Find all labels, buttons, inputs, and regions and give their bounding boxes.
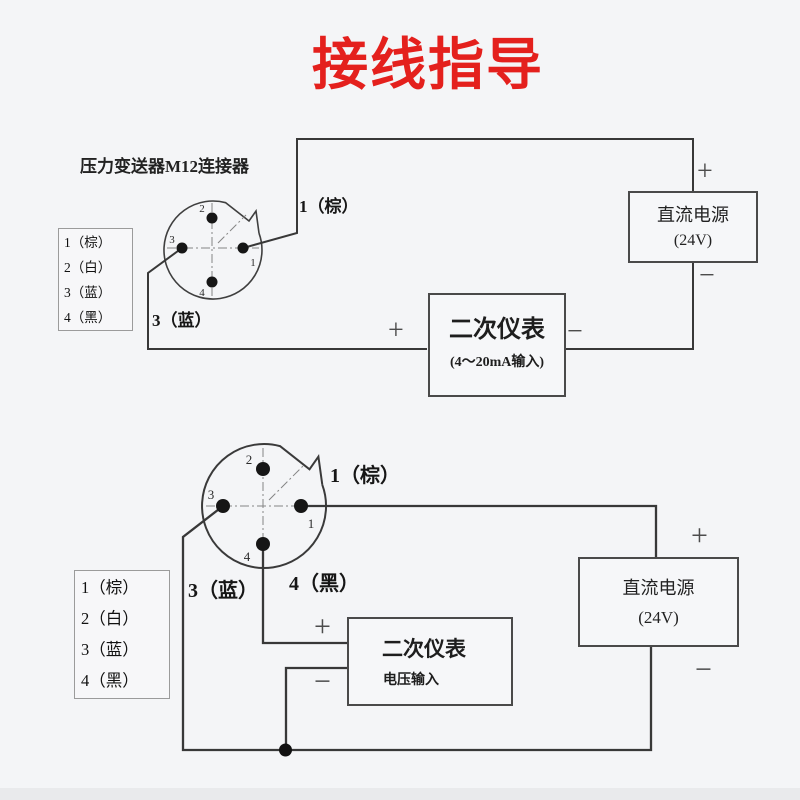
page-title: 接线指导 (312, 33, 544, 96)
wire-junction-dot (279, 743, 292, 757)
pin2-number-top: 2 (199, 203, 205, 215)
connector-circle-top (163, 200, 263, 300)
legend-item: 1（棕） (81, 578, 139, 597)
bottom-brown-wire-label: 1（棕） (330, 465, 400, 487)
pin2-number-bottom: 2 (246, 452, 253, 467)
top-blue-wire-label: 3（蓝） (152, 311, 212, 330)
instrument-label: 二次仪表 (382, 638, 466, 661)
pin1-top (237, 242, 249, 254)
instrument-label: 二次仪表 (449, 317, 545, 343)
bottom-power-supply-box: 直流电源 (24V) (578, 557, 739, 647)
pin2-bottom (256, 462, 270, 476)
plus-sign-instrument-bottom: + (314, 610, 331, 643)
pin3-top (176, 242, 188, 254)
crosshair-diagonal-top (217, 214, 247, 244)
bottom-instrument-box: 二次仪表 电压输入 (347, 617, 513, 706)
minus-sign-instrument-top: − (567, 316, 583, 347)
pin1-bottom (294, 499, 308, 513)
wire-power-minus-loop-bottom (181, 505, 653, 752)
wire-power-to-instrument-top (565, 262, 694, 350)
plus-sign-power-bottom: + (691, 519, 708, 552)
pin1-number-bottom: 1 (308, 516, 315, 531)
minus-sign-instrument-bottom: − (314, 665, 331, 698)
wire-pin3-blue-top (147, 247, 427, 350)
pin1-number-top: 1 (250, 257, 256, 269)
pin4-number-top: 4 (199, 287, 205, 299)
wire-pin1-brown-bottom (301, 504, 658, 557)
top-brown-wire-label: 1（棕） (299, 197, 359, 216)
power-supply-voltage: (24V) (673, 232, 713, 249)
pin3-number-bottom: 3 (208, 487, 215, 502)
legend-item: 3（蓝） (64, 285, 112, 300)
legend-item: 4（黑） (81, 671, 139, 690)
top-connector-title: 压力变送器M12连接器 (80, 157, 250, 176)
top-pin-legend: 1（棕） 2（白） 3（蓝） 4（黑） (58, 228, 133, 331)
legend-item: 4（黑） (64, 310, 112, 325)
wire-pin1-brown-top (242, 138, 694, 249)
pin2-top (206, 212, 218, 224)
connector-circle-bottom (201, 443, 328, 569)
bottom-black-wire-label: 4（黑） (289, 573, 359, 595)
legend-item: 1（棕） (64, 235, 112, 250)
pin4-number-bottom: 4 (244, 549, 251, 564)
pin4-bottom (256, 537, 270, 551)
wire-instrument-minus-bottom (284, 666, 347, 750)
crosshair-diagonal-bottom (268, 465, 304, 501)
top-power-supply-box: 直流电源 (24V) (628, 191, 758, 263)
bottom-blue-wire-label: 3（蓝） (188, 580, 258, 602)
instrument-input-type: 电压输入 (383, 671, 439, 687)
minus-sign-power-top: − (699, 260, 715, 291)
pin3-bottom (216, 499, 230, 513)
legend-item: 2（白） (64, 260, 112, 275)
minus-sign-power-bottom: − (695, 653, 712, 686)
bottom-pin-legend: 1（棕） 2（白） 3（蓝） 4（黑） (74, 570, 170, 699)
top-connector-pins: 2 3 1 4 (169, 203, 256, 299)
bottom-edge-strip (0, 788, 800, 800)
plus-sign-power-top: + (697, 156, 713, 187)
wire-pin4-black-bottom (261, 544, 347, 645)
power-supply-label: 直流电源 (622, 578, 695, 598)
plus-sign-instrument-top: + (388, 315, 404, 346)
power-supply-label: 直流电源 (657, 205, 729, 225)
pin4-top (206, 276, 218, 288)
power-supply-voltage: (24V) (638, 608, 679, 627)
legend-item: 3（蓝） (81, 640, 139, 659)
instrument-input-type: (4～20mA输入) (449, 355, 545, 370)
legend-item: 2（白） (81, 609, 139, 628)
top-instrument-box: 二次仪表 (4～20mA输入) (428, 293, 566, 397)
pin3-number-top: 3 (169, 234, 175, 246)
bottom-connector-pins: 2 3 1 4 (208, 452, 315, 564)
